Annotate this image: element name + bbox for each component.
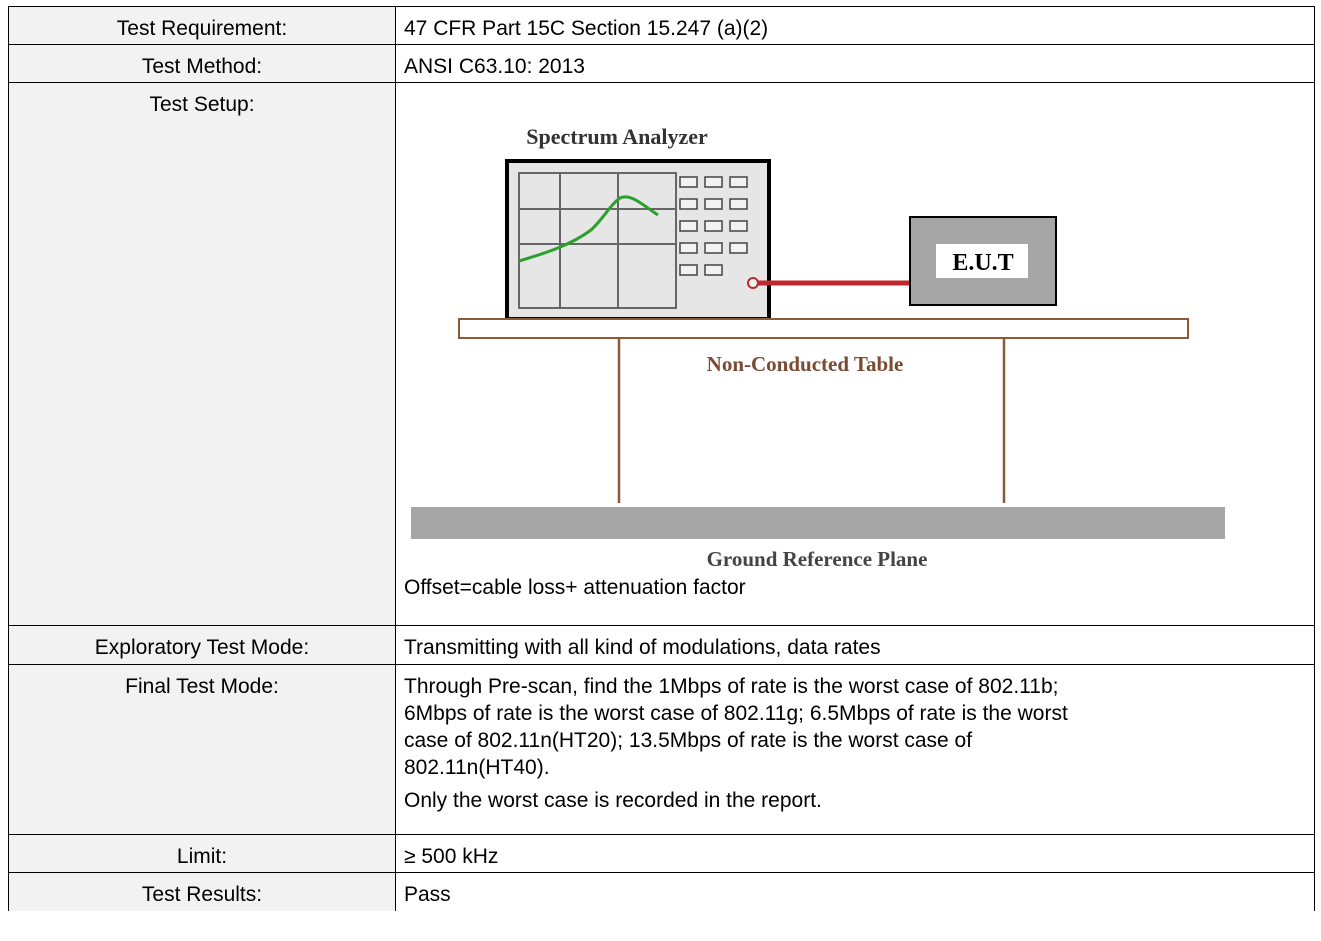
analyzer-buttons (679, 176, 748, 276)
label-final-test-mode: Final Test Mode: (125, 675, 279, 698)
analyzer-trace (518, 195, 659, 263)
value-final-test-mode: Through Pre-scan, find the 1Mbps of rate… (404, 665, 1306, 814)
value-test-requirement: 47 CFR Part 15C Section 15.247 (a)(2) (404, 17, 769, 40)
row-test-requirement: Test Requirement: 47 CFR Part 15C Sectio… (8, 6, 1315, 45)
test-spec-table: Test Requirement: 47 CFR Part 15C Sectio… (8, 6, 1315, 911)
setup-diagram-svg: Spectrum Analyzer (411, 124, 1225, 571)
row-test-method: Test Method: ANSI C63.10: 2013 (8, 44, 1315, 83)
analyzer-label: Spectrum Analyzer (526, 124, 708, 149)
label-test-method: Test Method: (141, 55, 263, 78)
ground-plane (411, 507, 1225, 539)
final-mode-line: 6Mbps of rate is the worst case of 802.1… (404, 702, 1068, 725)
row-test-results: Test Results: Pass (8, 872, 1315, 911)
row-exploratory-test-mode: Exploratory Test Mode: Transmitting with… (8, 625, 1315, 665)
analyzer-body (505, 159, 771, 321)
label-limit: Limit: (176, 845, 228, 868)
row-limit: Limit: ≥ 500 kHz (8, 834, 1315, 873)
value-test-results: Pass (404, 883, 451, 906)
final-mode-line: Through Pre-scan, find the 1Mbps of rate… (404, 675, 1059, 698)
label-test-requirement: Test Requirement: (116, 17, 288, 40)
rf-port (747, 277, 759, 289)
final-mode-line: 802.11n(HT40). (404, 756, 550, 779)
row-final-test-mode: Final Test Mode: Through Pre-scan, find … (8, 664, 1315, 835)
label-test-results: Test Results: (141, 883, 263, 906)
row-test-setup: Test Setup: Spectrum Analyzer (8, 82, 1315, 626)
label-exploratory-test-mode: Exploratory Test Mode: (94, 636, 310, 659)
final-mode-line: case of 802.11n(HT20); 13.5Mbps of rate … (404, 729, 973, 752)
test-setup-diagram: Spectrum Analyzer (396, 83, 1314, 625)
label-test-setup: Test Setup: (149, 93, 255, 116)
ground-label: Ground Reference Plane (707, 547, 928, 571)
value-test-method: ANSI C63.10: 2013 (404, 55, 585, 78)
final-mode-extra: Only the worst case is recorded in the r… (404, 789, 822, 812)
eut-label: E.U.T (952, 250, 1013, 276)
offset-note: Offset=cable loss+ attenuation factor (404, 576, 746, 599)
table-top (458, 318, 1189, 339)
eut-label-bg (936, 244, 1028, 278)
value-exploratory-test-mode: Transmitting with all kind of modulation… (404, 636, 881, 659)
value-limit: ≥ 500 kHz (404, 845, 499, 868)
table-label: Non-Conducted Table (707, 352, 904, 376)
